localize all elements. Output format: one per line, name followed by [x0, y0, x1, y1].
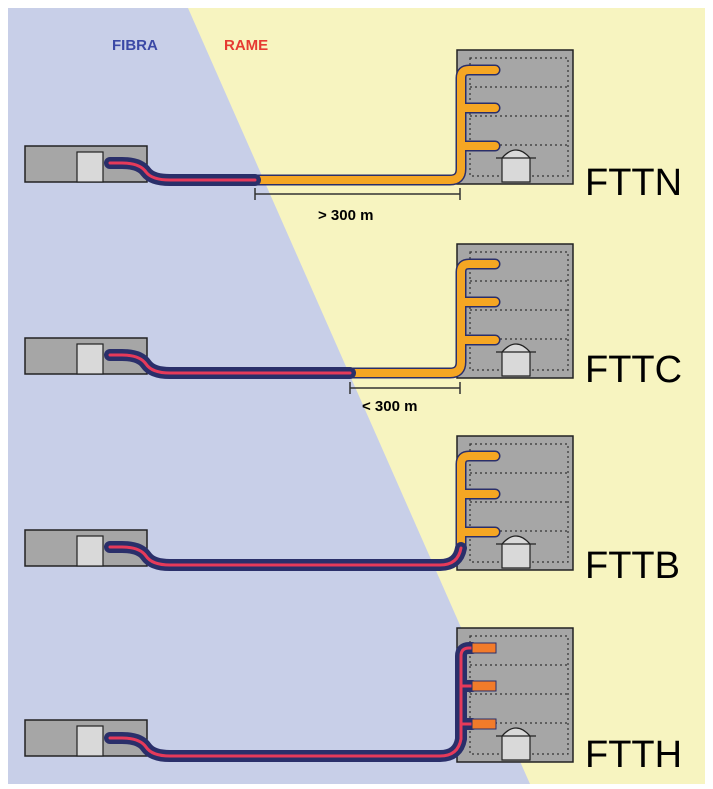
- copper-stub: [471, 642, 497, 654]
- central-office-door: [76, 343, 104, 375]
- row-fttn: > 300 m FTTN: [24, 49, 682, 224]
- copper-stub: [471, 718, 497, 730]
- row-label: FTTN: [585, 162, 682, 204]
- central-office-door: [76, 535, 104, 567]
- row-label: FTTC: [585, 349, 682, 391]
- row-fttb: FTTB: [24, 435, 680, 587]
- distance-label: > 300 m: [318, 207, 373, 224]
- row-label: FTTB: [585, 545, 680, 587]
- central-office-door: [76, 151, 104, 183]
- copper-cable: [251, 66, 499, 184]
- row-fttc: < 300 m FTTC: [24, 243, 682, 415]
- central-office-door: [76, 725, 104, 757]
- distance-label: < 300 m: [362, 398, 417, 415]
- copper-stub: [471, 680, 497, 692]
- legend-copper: RAME: [224, 37, 268, 54]
- row-ftth: FTTH: [24, 627, 682, 776]
- copper-cable: [346, 260, 499, 377]
- network-terminal-icon: [501, 535, 531, 569]
- copper-cable: [457, 452, 499, 552]
- network-terminal-icon: [501, 727, 531, 761]
- row-label: FTTH: [585, 734, 682, 776]
- legend-fiber: FIBRA: [112, 37, 158, 54]
- fiber-zone: [8, 8, 530, 784]
- network-terminal-icon: [501, 343, 531, 377]
- network-terminal-icon: [501, 149, 531, 183]
